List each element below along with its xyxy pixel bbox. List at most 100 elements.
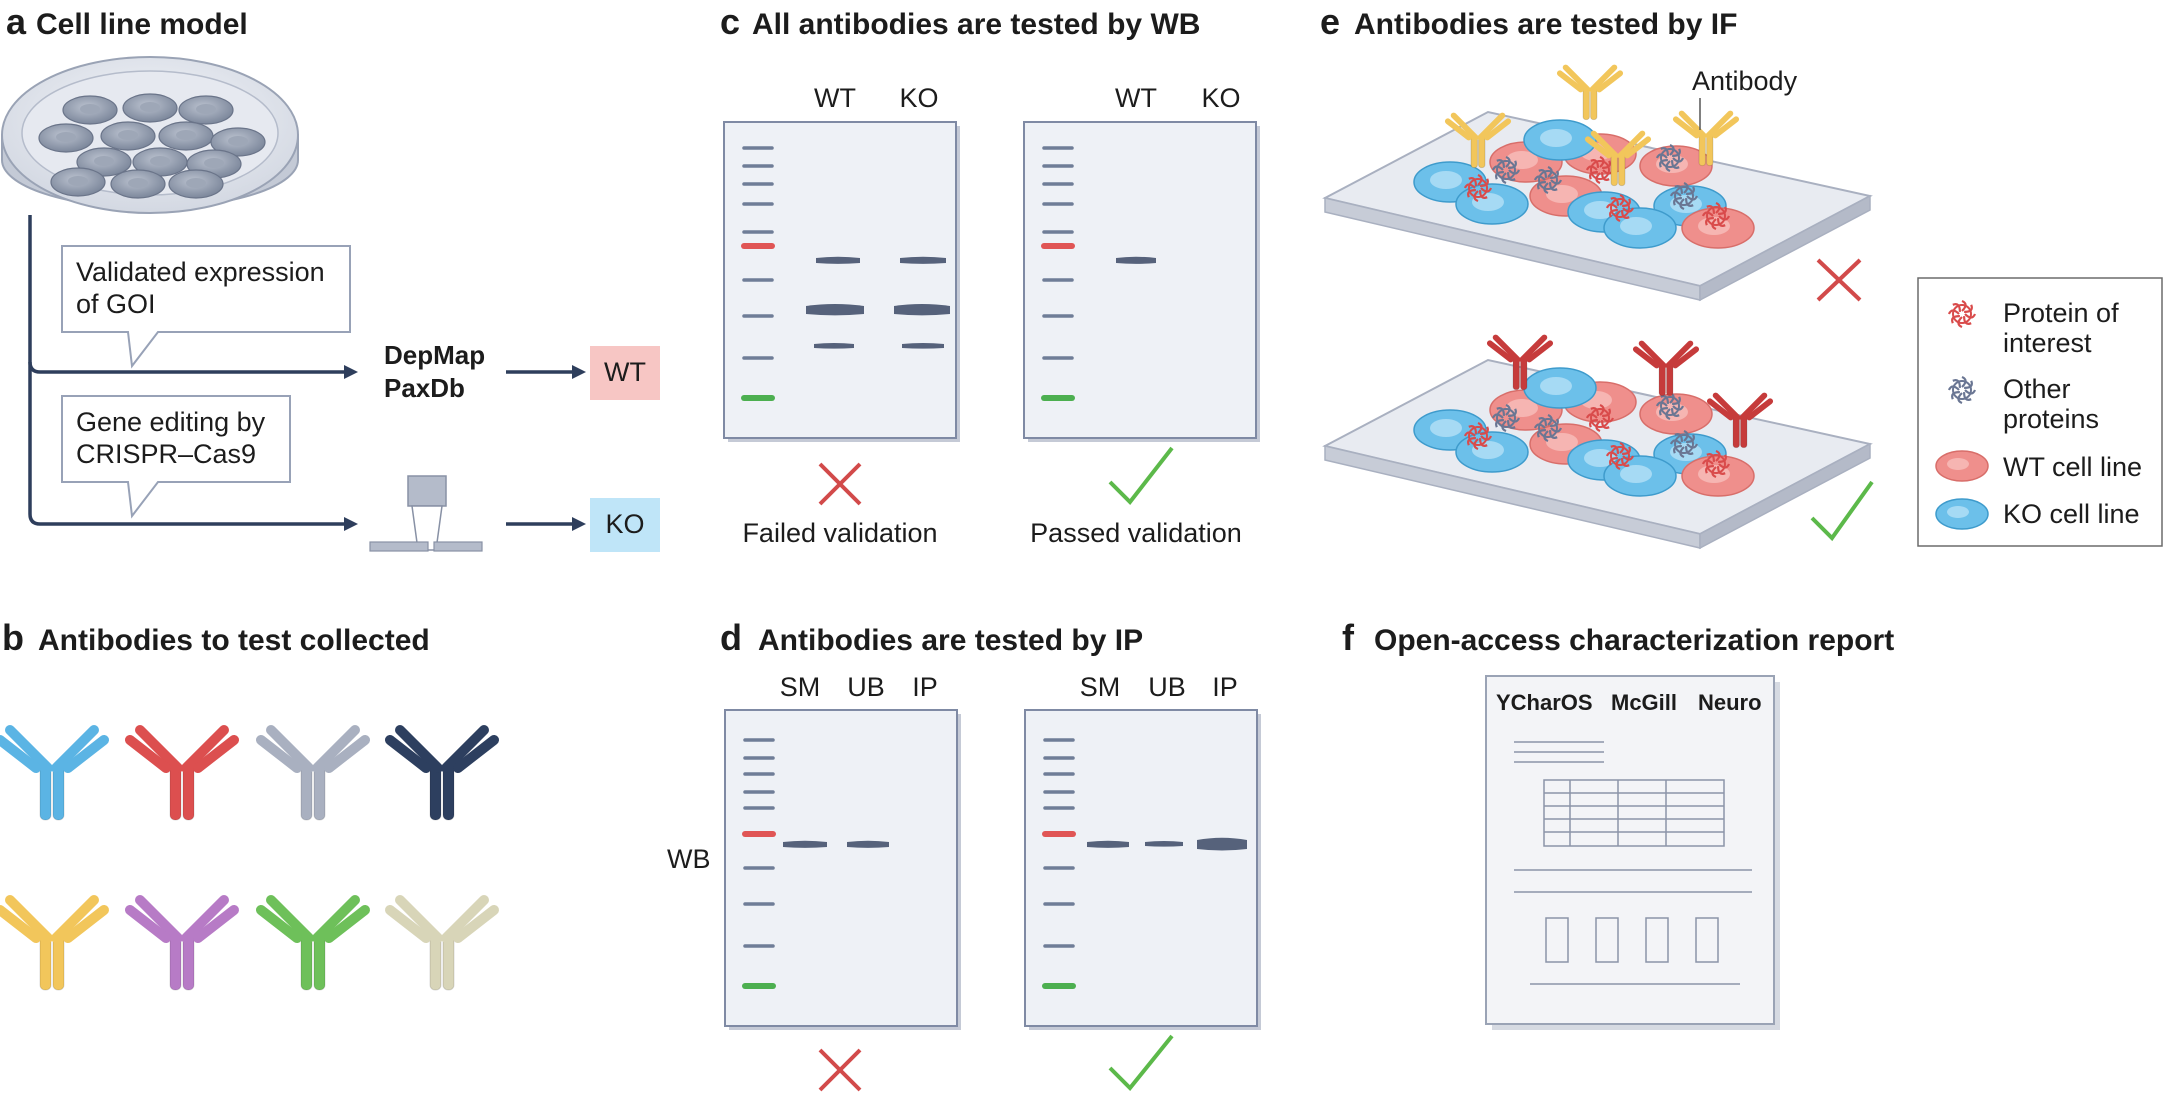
- if-antibody-icon: [1672, 110, 1740, 167]
- antibody-grid: [0, 725, 499, 991]
- panel-d: d Antibodies are tested by IP SM UB IP S…: [667, 617, 1261, 1092]
- protein-band: [847, 840, 889, 848]
- petri-dish-icon: [1, 56, 299, 214]
- other-protein: [1491, 403, 1521, 433]
- other-protein: [1533, 165, 1563, 195]
- wt-box: [590, 346, 660, 400]
- protein-of-interest: [1701, 201, 1731, 231]
- panel-a: a Cell line model Validated expression o…: [1, 1, 660, 552]
- protein-of-interest: [1605, 193, 1635, 223]
- ip-blot-passed: [1024, 709, 1261, 1030]
- protein-of-interest: [1585, 403, 1615, 433]
- panel-b: b Antibodies to test collected: [0, 617, 499, 991]
- other-protein: [1533, 413, 1563, 443]
- other-protein: [1669, 429, 1699, 459]
- panel-f-title: Open-access characterization report: [1374, 624, 1894, 657]
- antibody-icon: [385, 895, 499, 991]
- if-antibody-icon: [1706, 392, 1774, 449]
- protein-band: [900, 256, 946, 264]
- other-proteins-icon: [1947, 375, 1977, 405]
- if-antibody-icon: [1584, 130, 1652, 187]
- fail-cross-icon: [818, 462, 862, 506]
- callout-validated-expression: Validated expression of GOI: [61, 245, 351, 369]
- fail-cross-icon: [818, 1048, 862, 1092]
- ip-right-lane-ip: IP: [1212, 672, 1238, 702]
- legend-protein-line2: interest: [2003, 328, 2092, 358]
- wb-left-lane-ko: KO: [899, 83, 938, 113]
- panel-d-letter: d: [720, 617, 742, 658]
- other-protein: [1491, 155, 1521, 185]
- panel-c: c All antibodies are tested by WB WT KO …: [720, 1, 1260, 548]
- wt-cell-icon: [1935, 450, 1989, 482]
- legend-ko-label: KO cell line: [2003, 499, 2140, 529]
- ip-left-lane-sm: SM: [780, 672, 821, 702]
- protein-of-interest: [1585, 155, 1615, 185]
- antibody-icon: [0, 725, 109, 821]
- if-antibody-icon: [1632, 340, 1700, 397]
- ip-left-lane-ip: IP: [912, 672, 938, 702]
- pass-check-icon: [1108, 1034, 1174, 1091]
- if-antibody-icon: [1486, 334, 1554, 391]
- protein-band: [1087, 840, 1129, 848]
- protein-band: [1197, 837, 1247, 851]
- western-blot-passed: [1023, 121, 1260, 442]
- other-protein: [1669, 181, 1699, 211]
- wb-right-lane-ko: KO: [1201, 83, 1240, 113]
- callout-editing-line2: CRISPR–Cas9: [76, 439, 256, 469]
- ip-right-lane-ub: UB: [1148, 672, 1186, 702]
- antibody-icon: [256, 725, 370, 821]
- panel-d-title: Antibodies are tested by IP: [758, 624, 1143, 657]
- ko-box-label: KO: [605, 509, 644, 539]
- panel-c-letter: c: [720, 1, 740, 42]
- report-logo-neuro: Neuro: [1698, 690, 1762, 715]
- panel-b-title: Antibodies to test collected: [38, 624, 430, 657]
- other-protein: [1655, 391, 1685, 421]
- protein-of-interest: [1605, 441, 1635, 471]
- ip-left-lane-ub: UB: [847, 672, 885, 702]
- panel-f-letter: f: [1342, 617, 1355, 658]
- arrow-to-crispr: [28, 362, 352, 526]
- legend-other-line2: proteins: [2003, 404, 2099, 434]
- panel-a-title: Cell line model: [36, 8, 248, 41]
- ip-right-lane-sm: SM: [1080, 672, 1121, 702]
- antibody-icon: [125, 895, 239, 991]
- panel-b-letter: b: [2, 617, 24, 658]
- wb-left-lane-wt: WT: [814, 83, 856, 113]
- callout-expression-line2: of GOI: [76, 289, 156, 319]
- ko-box: [590, 498, 660, 552]
- pass-check-icon: [1810, 480, 1874, 542]
- protein-band: [1145, 841, 1183, 847]
- passed-validation-label: Passed validation: [1030, 518, 1242, 548]
- pass-check-icon: [1108, 446, 1174, 506]
- antibody-icon: [385, 725, 499, 821]
- database-paxdb: PaxDb: [384, 373, 465, 403]
- protein-of-interest-icon: [1947, 299, 1977, 329]
- report-logo-ycharos: YCharOS: [1496, 690, 1593, 715]
- legend-other-line1: Other: [2003, 374, 2071, 404]
- antibody-icon: [125, 725, 239, 821]
- legend-protein-line1: Protein of: [2003, 298, 2119, 328]
- panel-e-letter: e: [1320, 1, 1340, 42]
- ko-cell-icon: [1935, 498, 1989, 530]
- protein-of-interest: [1701, 449, 1731, 479]
- protein-band: [814, 343, 854, 349]
- panel-f: f Open-access characterization report YC…: [1342, 617, 1894, 1030]
- protein-band: [783, 840, 827, 848]
- panel-e-title: Antibodies are tested by IF: [1354, 8, 1737, 41]
- fail-cross-icon: [1816, 258, 1862, 302]
- wb-right-lane-wt: WT: [1115, 83, 1157, 113]
- if-antibody-icon: [1556, 64, 1624, 121]
- protein-of-interest: [1463, 421, 1493, 451]
- if-slide-passed: [1322, 334, 1873, 550]
- callout-expression-line1: Validated expression: [76, 257, 325, 287]
- report-document-icon: YCharOS McGill Neuro: [1485, 675, 1780, 1030]
- crispr-tool-icon: [369, 475, 483, 552]
- if-slide-failed: [1322, 64, 1873, 302]
- wb-side-label: WB: [667, 844, 711, 874]
- antibody-icon: [256, 895, 370, 991]
- antibody-icon: [0, 895, 109, 991]
- legend: Protein of interest Other proteins WT ce…: [1917, 277, 2163, 547]
- antibody-callout-label: Antibody: [1692, 66, 1798, 96]
- report-logo-mcgill: McGill: [1611, 690, 1677, 715]
